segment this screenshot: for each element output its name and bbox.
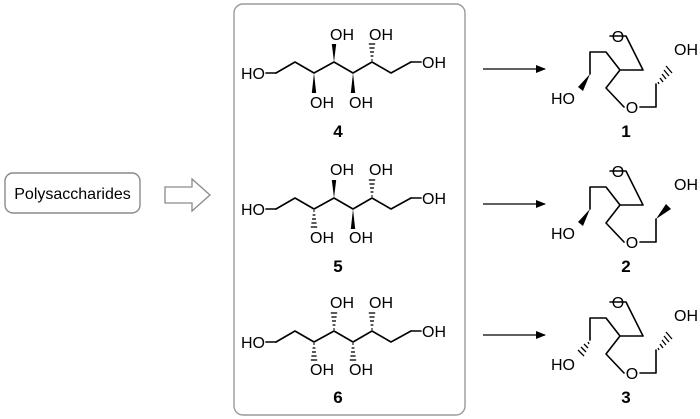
hydroxyl-label: OH [349,95,373,112]
carbon-chain [275,197,412,210]
hydroxyl-label: OH [310,95,334,112]
hydroxyl-label: OH [310,230,334,247]
wedge-bond [656,204,671,219]
ring-oxygen-label: O [612,29,624,46]
compound-number: 5 [333,257,342,276]
hydroxyl-label: HO [241,335,265,352]
product-2-structure: O O HO OH [551,164,698,252]
wedge-bond [331,180,337,198]
wedge-bond [578,209,590,226]
ring-bonds [589,170,657,243]
ring-oxygen-label: O [612,164,624,181]
hashed-bond [349,343,357,361]
hashed-bond [657,331,673,351]
wedge-bond [578,74,590,91]
compound-number: 3 [621,388,630,407]
hydroxyl-label: HO [551,357,575,374]
hashed-bond [310,343,318,361]
hashed-bond [330,312,338,330]
hydroxyl-label: OH [674,308,698,325]
compound-number: 2 [621,257,630,276]
ring-bonds [589,35,657,108]
precursor-panel [233,3,466,416]
hydroxyl-label: HO [241,202,265,219]
hydroxyl-label: OH [422,191,446,208]
hydroxyl-label: OH [369,27,393,44]
product-1-structure: O O HO OH [551,29,698,117]
hydroxyl-label: OH [330,162,354,179]
hashed-bond [368,179,376,197]
hydroxyl-label: OH [674,177,698,194]
wedge-bond [350,209,356,229]
wedge-bond [311,73,317,93]
hydroxyl-label: OH [422,324,446,341]
polysaccharides-label: Polysaccharides [14,186,131,203]
hollow-arrow [164,177,211,213]
polysaccharides-node: Polysaccharides [4,172,141,214]
hydroxyl-label: OH [349,230,373,247]
compound-number: 4 [333,122,343,141]
hydroxyl-label: OH [349,362,373,379]
ring-oxygen-label: O [626,366,638,383]
carbon-chain [275,330,412,343]
product-3-structure: O O HO OH [551,295,698,383]
ring-oxygen-label: O [612,295,624,312]
hydroxyl-label: HO [241,66,265,83]
ring-bonds [589,301,657,374]
hydroxyl-label: HO [551,226,575,243]
compound-number: 6 [333,388,342,407]
compound-number: 1 [621,122,630,141]
compound-6-structure: HO OH OH OH OH [241,295,446,379]
hashed-bond [577,341,590,357]
compound-5-structure: HO OH OH OH OH OH [241,162,446,247]
hydroxyl-label: OH [674,42,698,59]
hydroxyl-label: OH [369,162,393,179]
hydroxyl-label: OH [369,295,393,312]
ring-oxygen-label: O [626,235,638,252]
hashed-bond [657,65,673,85]
hashed-bond [368,43,376,61]
hashed-bond [310,210,318,228]
hashed-bond [368,312,376,330]
hydroxyl-label: OH [330,27,354,44]
wedge-bond [350,73,356,93]
wedge-bond [331,44,337,62]
carbon-chain [275,61,412,74]
hydroxyl-label: OH [422,55,446,72]
hydroxyl-label: OH [330,295,354,312]
ring-oxygen-label: O [626,100,638,117]
polysaccharides-box [4,172,141,214]
hydroxyl-label: OH [310,362,334,379]
compound-4-structure: HO OH OH OH OH OH [241,27,446,112]
hydroxyl-label: HO [551,91,575,108]
